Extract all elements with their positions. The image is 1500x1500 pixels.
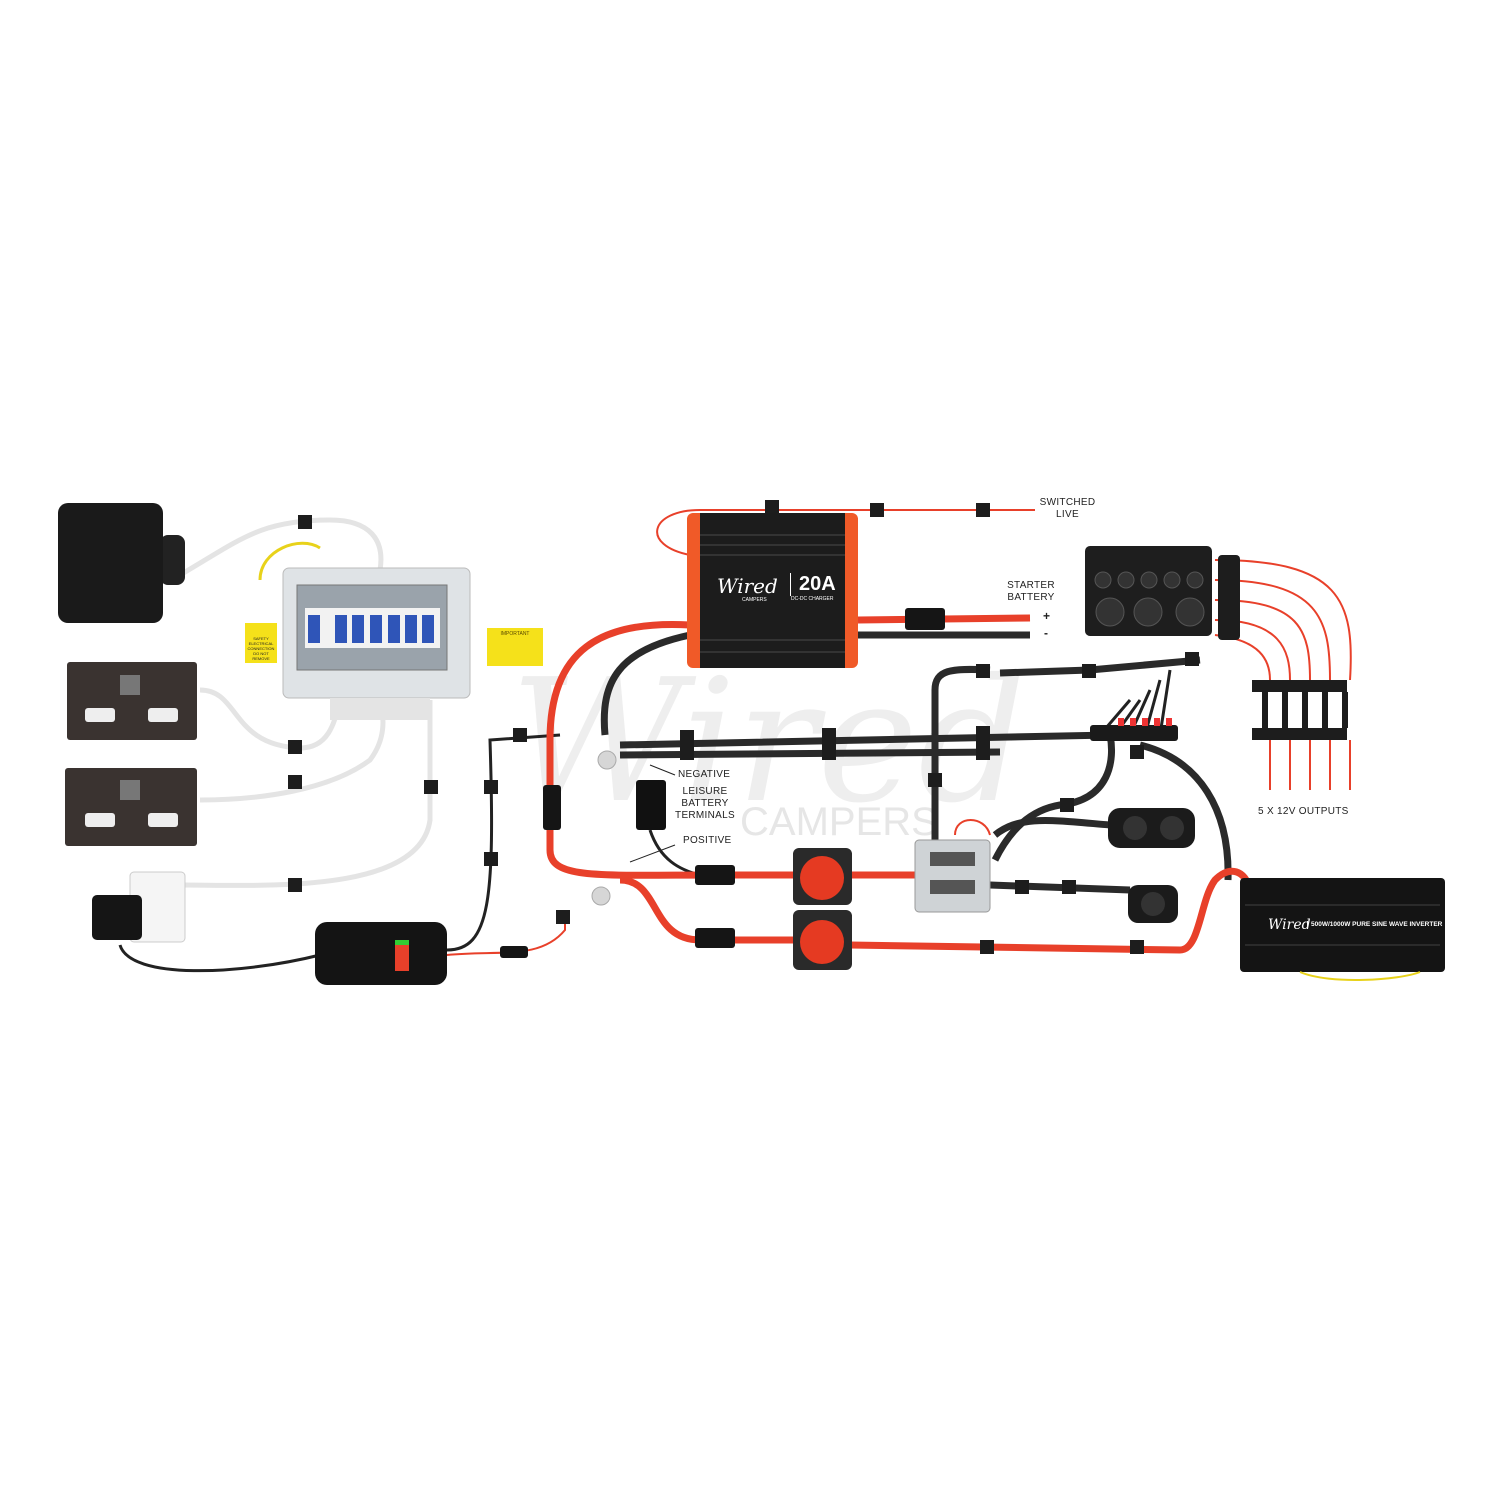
- switch-panel: [1085, 546, 1212, 636]
- watermark-sub: CAMPERS: [740, 800, 938, 844]
- label-outputs: 5 X 12V OUTPUTS: [1258, 806, 1349, 817]
- important-sticker-title: IMPORTANT: [500, 631, 530, 637]
- label-positive: POSITIVE: [683, 835, 732, 846]
- safety-sticker: [245, 623, 277, 663]
- plug-adapter: [92, 871, 186, 943]
- dcdc-brand-sub: CAMPERS: [742, 597, 767, 603]
- inline-fuses: [500, 608, 945, 958]
- label-minus: -: [1044, 626, 1049, 640]
- battery-isolator-switch: [793, 910, 852, 970]
- sticker-line: REMOVE: [252, 656, 270, 661]
- mains-wires: [178, 517, 433, 888]
- dcdc-rating: 20A: [790, 573, 836, 596]
- mains-socket: [67, 662, 197, 740]
- cable-clips: [288, 500, 1348, 954]
- label-line: LEISURE: [682, 786, 728, 797]
- inverter-model: 500W/1000W PURE SINE WAVE INVERTER: [1307, 921, 1442, 928]
- sticker-line: CONNECTION: [247, 646, 275, 651]
- inverter: [1240, 878, 1445, 981]
- bus-bar: [1090, 718, 1178, 741]
- label-line: STARTER: [1007, 580, 1055, 591]
- usb-socket-pair: [1108, 808, 1195, 848]
- inverter-brand: Wired: [1268, 917, 1311, 933]
- label-line: SWITCHED: [1039, 497, 1096, 508]
- mains-battery-charger: [315, 922, 447, 985]
- label-negative: NEGATIVE: [678, 769, 731, 780]
- dcdc-type: DC-DC CHARGER: [791, 596, 834, 602]
- sticker-line: DO NOT: [253, 651, 269, 656]
- consumer-unit: [282, 567, 471, 720]
- battery-isolator-switch: [793, 848, 852, 905]
- label-line: BATTERY: [681, 798, 729, 809]
- battery-monitor: [636, 780, 666, 830]
- dcdc-charger: [687, 513, 858, 668]
- sticker-line: ELECTRICAL: [248, 641, 274, 646]
- label-line: LIVE: [1056, 509, 1079, 520]
- fuse-box: [914, 839, 991, 913]
- important-sticker: [487, 628, 543, 666]
- 12v-socket: [1128, 885, 1178, 923]
- battery-terminals: [591, 750, 617, 906]
- label-line: BATTERY: [1007, 592, 1055, 603]
- label-line: TERMINALS: [675, 810, 735, 821]
- dcdc-brand: Wired: [717, 574, 778, 598]
- mains-socket: [65, 768, 197, 846]
- label-plus: +: [1043, 609, 1051, 623]
- hookup-inlet: [58, 503, 185, 623]
- sticker-line: SAFETY: [253, 636, 269, 641]
